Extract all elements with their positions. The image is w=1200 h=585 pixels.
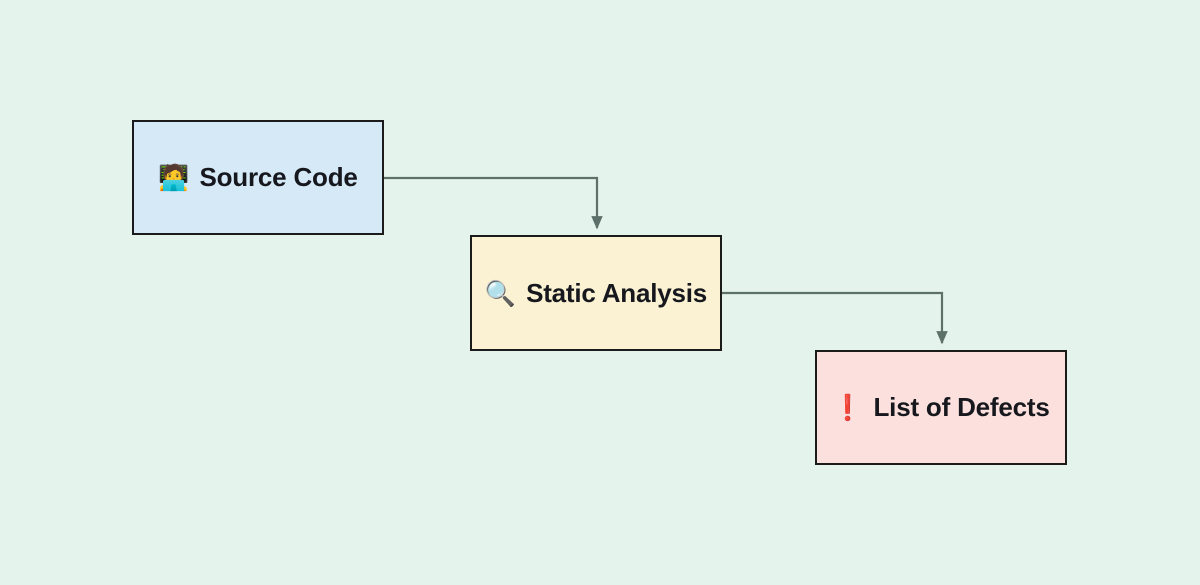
node-list-of-defects-label: List of Defects bbox=[873, 392, 1050, 422]
magnifying-glass-icon: 🔍 bbox=[484, 278, 517, 308]
edge-analysis-to-defects bbox=[722, 291, 948, 345]
red-exclamation-mark-icon: ❗ bbox=[832, 393, 864, 422]
node-list-of-defects[interactable]: ❗ List of Defects bbox=[815, 350, 1067, 465]
edge-source-to-analysis bbox=[384, 176, 603, 230]
node-static-analysis-label: Static Analysis bbox=[526, 277, 708, 308]
node-list-of-defects-content: ❗ List of Defects bbox=[832, 392, 1049, 423]
node-static-analysis-content: 🔍 Static Analysis bbox=[485, 278, 707, 309]
node-source-code-content: 🧑‍💻 Source Code bbox=[158, 162, 358, 193]
technologist-icon: 🧑‍💻 bbox=[158, 163, 190, 192]
node-source-code-label: Source Code bbox=[199, 162, 358, 192]
node-source-code[interactable]: 🧑‍💻 Source Code bbox=[132, 120, 384, 235]
node-static-analysis[interactable]: 🔍 Static Analysis bbox=[470, 235, 722, 351]
